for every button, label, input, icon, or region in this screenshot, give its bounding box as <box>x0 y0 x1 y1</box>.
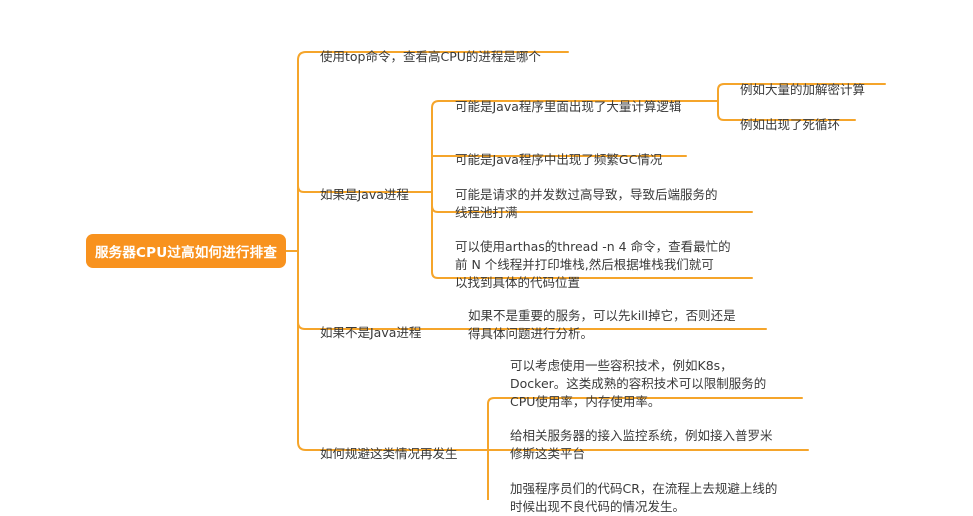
node-high-concurrency[interactable]: 可能是请求的并发数过高导致，导致后端服务的 线程池打满 <box>455 187 718 220</box>
node-code-review[interactable]: 加强程序员们的代码CR，在流程上去规避上线的 时候出现不良代码的情况发生。 <box>510 481 778 514</box>
node-heavy-computation[interactable]: 可能是Java程序里面出现了大量计算逻辑 <box>455 99 682 114</box>
branch-java-process[interactable]: 如果是Java进程 <box>320 187 409 202</box>
node-encryption-example[interactable]: 例如大量的加解密计算 <box>740 82 866 97</box>
node-container-tech[interactable]: 可以考虑使用一些容积技术，例如K8s， Docker。这类成熟的容积技术可以限制… <box>510 358 767 409</box>
node-frequent-gc[interactable]: 可能是Java程序中出现了频繁GC情况 <box>455 152 663 167</box>
node-arthas-thread[interactable]: 可以使用arthas的thread -n 4 命令，查看最忙的 前 N 个线程并… <box>455 239 731 290</box>
root-node[interactable]: 服务器CPU过高如何进行排查 <box>86 234 286 268</box>
branch-prevention[interactable]: 如何规避这类情况再发生 <box>320 446 458 461</box>
node-kill-service[interactable]: 如果不是重要的服务，可以先kill掉它，否则还是 得具体问题进行分析。 <box>468 308 736 341</box>
node-monitoring[interactable]: 给相关服务器的接入监控系统，例如接入普罗米 修斯这类平台 <box>510 428 773 461</box>
node-infinite-loop-example[interactable]: 例如出现了死循环 <box>740 117 841 132</box>
connector-lines <box>285 51 886 500</box>
branch-non-java-process[interactable]: 如果不是Java进程 <box>320 325 422 340</box>
branch-top-command[interactable]: 使用top命令，查看高CPU的进程是哪个 <box>320 49 541 64</box>
root-label: 服务器CPU过高如何进行排查 <box>94 245 278 261</box>
